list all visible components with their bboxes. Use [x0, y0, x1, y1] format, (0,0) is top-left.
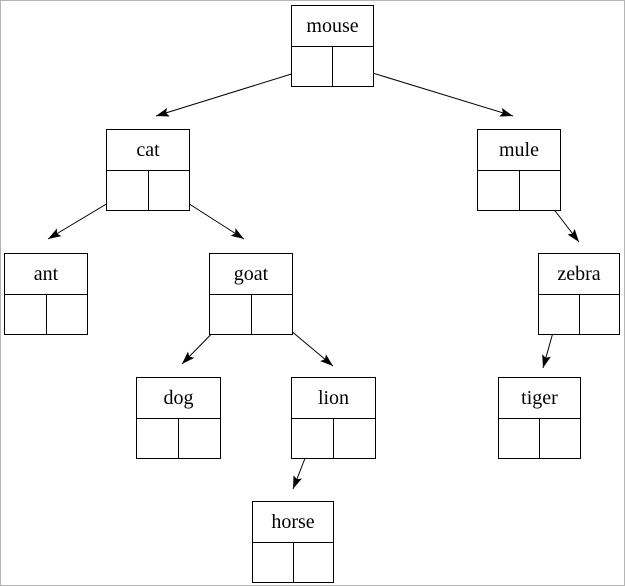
node-goat-right-pointer-cell — [252, 295, 293, 334]
node-goat-pointer-row — [210, 295, 292, 334]
node-lion-pointer-row — [292, 419, 375, 458]
node-dog: dog — [136, 377, 221, 459]
node-tiger-pointer-row — [499, 419, 580, 458]
node-dog-left-pointer-cell — [137, 419, 179, 458]
node-zebra-label: zebra — [539, 254, 619, 295]
node-mule: mule — [477, 129, 561, 211]
node-mouse-pointer-row — [292, 47, 373, 86]
node-mule-left-pointer-cell — [478, 171, 520, 210]
node-horse-label: horse — [253, 502, 333, 543]
node-mouse-label: mouse — [292, 6, 373, 47]
node-dog-label: dog — [137, 378, 220, 419]
node-mule-label: mule — [478, 130, 560, 171]
node-ant-pointer-row — [5, 295, 87, 334]
node-mule-pointer-row — [478, 171, 560, 210]
node-horse-right-pointer-cell — [294, 543, 334, 582]
node-horse-pointer-row — [253, 543, 333, 582]
node-cat-right-pointer-cell — [149, 171, 190, 210]
edge-mouse-right-to-mule — [352, 66, 514, 117]
node-mouse: mouse — [291, 5, 374, 87]
node-mouse-right-pointer-cell — [333, 47, 373, 86]
node-ant-label: ant — [5, 254, 87, 295]
node-zebra-left-pointer-cell — [539, 295, 580, 334]
node-tiger: tiger — [498, 377, 581, 459]
node-zebra-right-pointer-cell — [580, 295, 620, 334]
node-mule-right-pointer-cell — [520, 171, 561, 210]
node-tiger-left-pointer-cell — [499, 419, 540, 458]
node-horse-left-pointer-cell — [253, 543, 294, 582]
node-horse: horse — [252, 501, 334, 583]
node-zebra: zebra — [538, 253, 620, 335]
node-dog-right-pointer-cell — [179, 419, 220, 458]
node-ant-right-pointer-cell — [47, 295, 88, 334]
node-ant-left-pointer-cell — [5, 295, 47, 334]
node-tiger-label: tiger — [499, 378, 580, 419]
node-cat-label: cat — [107, 130, 189, 171]
node-goat-label: goat — [210, 254, 292, 295]
node-mouse-left-pointer-cell — [292, 47, 333, 86]
node-goat-left-pointer-cell — [210, 295, 252, 334]
node-lion-label: lion — [292, 378, 375, 419]
node-ant: ant — [4, 253, 88, 335]
node-cat-left-pointer-cell — [107, 171, 149, 210]
node-cat-pointer-row — [107, 171, 189, 210]
node-lion: lion — [291, 377, 376, 459]
node-goat: goat — [209, 253, 293, 335]
node-zebra-pointer-row — [539, 295, 619, 334]
node-tiger-right-pointer-cell — [540, 419, 580, 458]
node-lion-left-pointer-cell — [292, 419, 334, 458]
node-lion-right-pointer-cell — [334, 419, 375, 458]
node-dog-pointer-row — [137, 419, 220, 458]
node-cat: cat — [106, 129, 190, 211]
